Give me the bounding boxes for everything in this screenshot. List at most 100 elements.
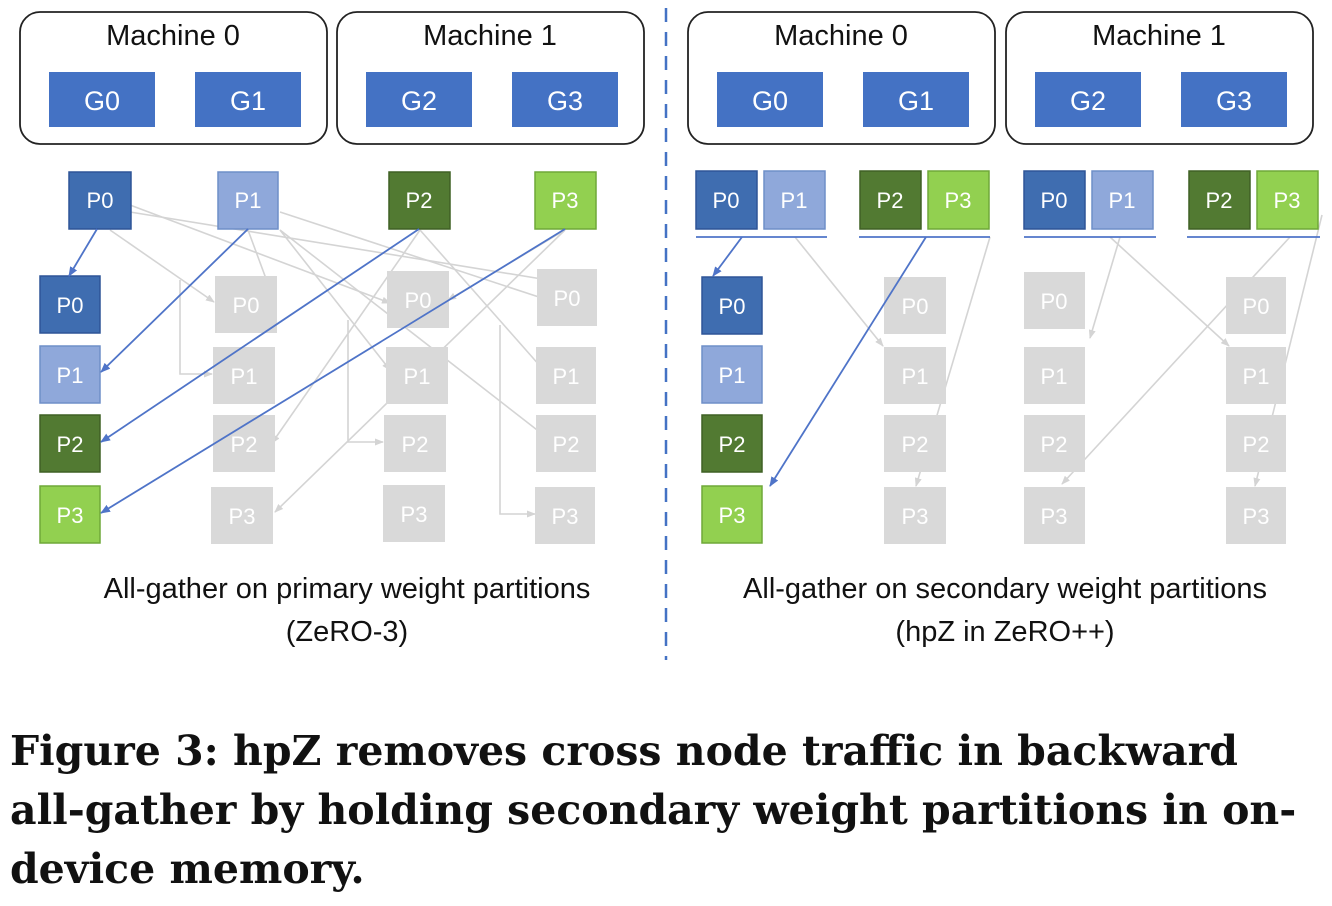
left-source-p2 [388, 171, 451, 230]
left-gathered-p1-label: P1 [57, 363, 84, 388]
right-machine-0-label: Machine 0 [774, 20, 908, 52]
left-gathered-p0 [39, 275, 101, 334]
right-gpu-g1 [863, 72, 969, 127]
right-pair-g3-p2-label: P2 [1206, 188, 1233, 213]
left-faded-box [211, 487, 273, 544]
left-gathered-p3 [39, 485, 101, 544]
left-machine-0: Machine 0 G0 G1 [19, 11, 328, 145]
right-pair-g3-p2 [1188, 170, 1251, 230]
right-pair-g3-p3 [1256, 170, 1319, 230]
right-faded-box [1226, 347, 1286, 404]
left-source-p2-label: P2 [406, 188, 433, 213]
left-faded-label: P3 [552, 504, 579, 529]
left-source-partitions: P0 P1 P2 P3 [68, 171, 597, 230]
left-source-p0-label: P0 [87, 188, 114, 213]
left-faded-box [537, 269, 597, 326]
left-source-p1-label: P1 [235, 188, 262, 213]
right-pair-g0-p0-label: P0 [713, 188, 740, 213]
right-faded-label: P1 [1041, 364, 1068, 389]
right-gathered-p0-label: P0 [719, 294, 746, 319]
right-pair-g0-p1-label: P1 [781, 188, 808, 213]
right-pair-g1-p2 [859, 170, 922, 230]
left-gpu-g1 [195, 72, 301, 127]
left-faded-label: P2 [553, 432, 580, 457]
right-pair-g2-p0 [1023, 170, 1086, 230]
left-gpu-g3 [512, 72, 618, 127]
right-gpu-g2-label: G2 [1070, 86, 1106, 116]
right-faded-box [1226, 415, 1286, 472]
right-faded-box [884, 487, 946, 544]
left-faded-label: P1 [553, 364, 580, 389]
left-gathered-p1 [39, 345, 101, 404]
left-source-p3-label: P3 [552, 188, 579, 213]
left-faded-arrows [109, 204, 566, 518]
right-faded-label: P3 [1041, 504, 1068, 529]
left-faded-partitions: P0 P1 P2 P3 P0 P1 P2 P3 P0 P1 P2 P3 [211, 269, 597, 544]
right-faded-box [884, 415, 946, 472]
right-active-arrows [712, 236, 927, 487]
left-faded-label: P3 [401, 502, 428, 527]
left-faded-label: P1 [404, 364, 431, 389]
right-faded-box [1226, 487, 1286, 544]
left-machine-1: Machine 1 G2 G3 [336, 11, 645, 145]
right-panel: Machine 0 G0 G1 Machine 1 G2 G3 P0 P1 [687, 11, 1323, 648]
right-pair-g0-p0 [695, 170, 758, 230]
left-gathered-partitions: P0 P1 P2 P3 [39, 275, 101, 544]
left-faded-label: P2 [402, 432, 429, 457]
left-machine-0-label: Machine 0 [106, 20, 240, 52]
right-pair-g0: P0 P1 [695, 170, 827, 238]
left-faded-box [536, 347, 596, 404]
right-faded-label: P0 [1041, 289, 1068, 314]
left-source-p0 [68, 171, 132, 230]
left-panel-caption-line1: All-gather on primary weight partitions [104, 573, 591, 605]
right-gathered-p0 [701, 276, 763, 335]
right-pair-g2-p0-label: P0 [1041, 188, 1068, 213]
right-faded-label: P2 [1041, 432, 1068, 457]
right-faded-label: P3 [902, 504, 929, 529]
right-pair-g2-p1-label: P1 [1109, 188, 1136, 213]
left-source-p3 [534, 171, 597, 230]
diagram-canvas: Machine 0 G0 G1 Machine 1 G2 G3 P0 P1 P2… [19, 8, 1323, 660]
right-faded-box [1024, 487, 1085, 544]
figure-caption: Figure 3: hpZ removes cross node traffic… [10, 727, 1297, 893]
right-gpu-g0 [717, 72, 823, 127]
right-faded-box [1024, 272, 1085, 329]
left-gathered-p0-label: P0 [57, 293, 84, 318]
right-faded-label: P0 [1243, 294, 1270, 319]
left-gpu-g3-label: G3 [547, 86, 583, 116]
right-faded-label: P3 [1243, 504, 1270, 529]
right-gathered-p3 [701, 485, 763, 544]
right-gpu-g3-label: G3 [1216, 86, 1252, 116]
left-faded-label: P3 [229, 504, 256, 529]
right-machine-0: Machine 0 G0 G1 [687, 11, 996, 145]
right-gpu-g3 [1181, 72, 1287, 127]
right-gpu-g0-label: G0 [752, 86, 788, 116]
right-gpu-g1-label: G1 [898, 86, 934, 116]
right-pair-g2-p1 [1091, 170, 1154, 230]
left-faded-label: P0 [554, 286, 581, 311]
right-faded-label: P0 [902, 294, 929, 319]
left-faded-box [535, 487, 595, 544]
right-gathered-p1 [701, 345, 763, 404]
right-pair-g1: P2 P3 [859, 170, 990, 238]
right-pair-g1-p3 [927, 170, 990, 230]
right-gathered-p2 [701, 414, 763, 473]
left-faded-box [386, 347, 448, 404]
left-faded-label: P2 [231, 432, 258, 457]
left-panel-caption-line2: (ZeRO-3) [286, 616, 408, 648]
left-gpu-g0 [49, 72, 155, 127]
right-pair-g0-p1 [763, 170, 826, 230]
right-gathered-p2-label: P2 [719, 432, 746, 457]
left-gathered-p3-label: P3 [57, 503, 84, 528]
left-gathered-p2-label: P2 [57, 432, 84, 457]
right-pair-g3: P2 P3 [1187, 170, 1320, 238]
right-machine-1-label: Machine 1 [1092, 20, 1226, 52]
right-faded-box [884, 347, 946, 404]
left-faded-box [536, 415, 596, 472]
left-gpu-g2 [366, 72, 472, 127]
left-faded-label: P0 [405, 288, 432, 313]
left-faded-box [384, 415, 446, 472]
right-pair-g3-p3-label: P3 [1274, 188, 1301, 213]
right-gathered-p3-label: P3 [719, 503, 746, 528]
right-faded-box [1024, 347, 1085, 404]
